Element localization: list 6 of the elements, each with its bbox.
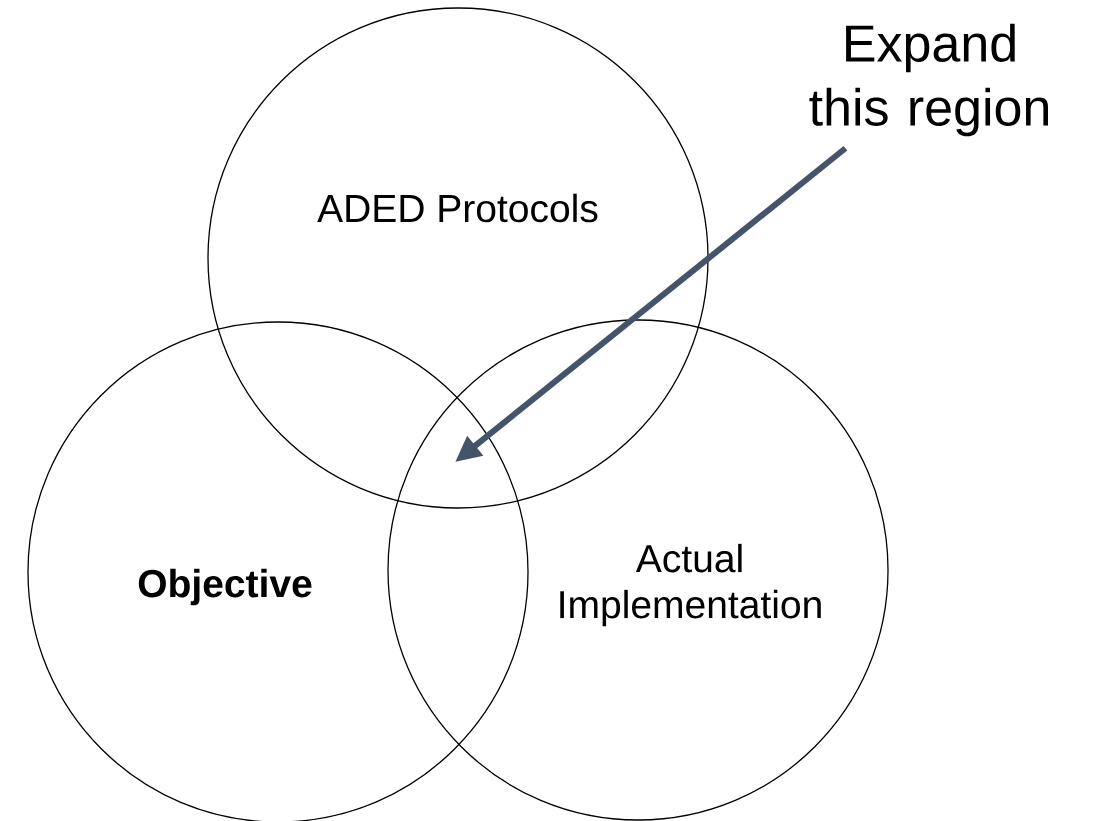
circle-label: Actual Implementation xyxy=(560,543,821,627)
circle-label: ADED Protocols xyxy=(317,193,598,223)
venn-circle xyxy=(387,319,889,821)
circle-label: Objective xyxy=(138,568,312,606)
venn-circle xyxy=(207,7,709,509)
callout-text: Expand this region xyxy=(809,23,1048,137)
